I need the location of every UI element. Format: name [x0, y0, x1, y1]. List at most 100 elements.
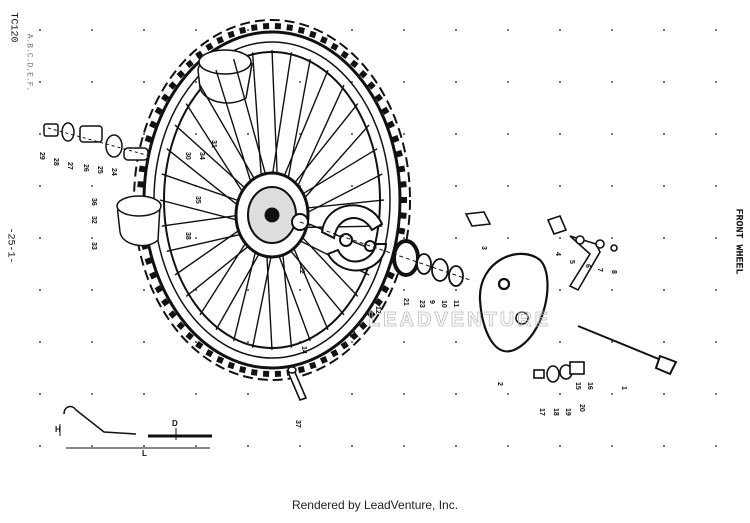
tread-knob	[239, 366, 247, 374]
grid-dot	[715, 341, 717, 343]
grid-dot	[507, 185, 509, 187]
grid-dot	[507, 445, 509, 447]
part-number-label: 37	[294, 420, 301, 428]
part-number-label: 3	[480, 246, 487, 250]
tread-knob	[195, 341, 204, 350]
tread-knob	[381, 106, 390, 115]
spoke-dimension-diagram	[59, 405, 212, 449]
spoke	[161, 214, 243, 227]
tread-knob	[176, 69, 186, 79]
part-number-label: 16	[586, 382, 593, 390]
grid-dot	[91, 81, 93, 83]
grid-dot	[351, 341, 353, 343]
grid-dot	[715, 289, 717, 291]
part-number-label: 4	[554, 252, 561, 256]
tread-knob	[262, 23, 270, 30]
grid-dot	[663, 81, 665, 83]
tread-knob	[381, 285, 390, 294]
grid-dot	[39, 81, 41, 83]
grid-dot	[299, 81, 301, 83]
grid-dot	[247, 29, 249, 31]
grid-dot	[403, 237, 405, 239]
part-number-label: 36	[90, 198, 97, 206]
grid-dot	[455, 341, 457, 343]
grid-dot	[611, 237, 613, 239]
tread-knob	[297, 366, 305, 374]
grid-dot	[507, 393, 509, 395]
spoke	[174, 226, 245, 276]
tread-knob	[262, 370, 270, 377]
spoke	[297, 232, 359, 297]
model-label: TC120	[7, 12, 19, 43]
tread-knob	[185, 59, 194, 69]
tread-knob	[239, 26, 247, 34]
grid-dot	[559, 341, 561, 343]
grid-dot	[455, 29, 457, 31]
grid-dot	[559, 445, 561, 447]
part-number-label: 32	[90, 216, 97, 224]
spoke	[159, 199, 243, 223]
valve-stem	[286, 366, 308, 401]
tread-knob	[395, 150, 403, 158]
grid-dot	[299, 445, 301, 447]
grid-dot	[715, 133, 717, 135]
tread-knob	[149, 120, 158, 129]
spoke	[215, 69, 254, 188]
tread-knob	[398, 165, 406, 173]
tread-knob	[149, 271, 158, 280]
grid-dot	[143, 289, 145, 291]
grid-dot	[663, 341, 665, 343]
spoke	[199, 84, 258, 185]
grid-dot	[39, 393, 41, 395]
grid-dot	[143, 393, 145, 395]
part-number-label: 5	[568, 260, 575, 264]
part-number-label: 18	[552, 408, 559, 416]
grid-dot	[195, 29, 197, 31]
grid-dot	[455, 393, 457, 395]
grid-dot	[247, 341, 249, 343]
grid-dot	[351, 185, 353, 187]
tread-knob	[367, 81, 376, 90]
spoke	[271, 49, 279, 180]
tread-knob	[391, 134, 400, 143]
tread-knob	[227, 361, 235, 370]
spoke	[251, 52, 263, 182]
tread-knob	[154, 285, 163, 294]
spoke	[185, 103, 247, 198]
part-number-label: 38	[184, 232, 191, 240]
grid-dot	[611, 185, 613, 187]
tread-knob	[274, 23, 282, 30]
grid-dot	[611, 29, 613, 31]
grid-dot	[403, 133, 405, 135]
grid-dot	[195, 445, 197, 447]
grid-dot	[663, 393, 665, 395]
grid-dot	[507, 29, 509, 31]
spoke	[174, 124, 250, 193]
dimension-label-l: L	[142, 449, 147, 458]
grid-dot	[715, 185, 717, 187]
tread-knob	[374, 93, 383, 102]
grid-dot	[247, 133, 249, 135]
tread-knob	[400, 181, 407, 188]
grid-dot	[715, 393, 717, 395]
tread-knob	[330, 349, 339, 358]
tire-tube-cut-top	[197, 49, 253, 104]
tread-knob	[274, 370, 282, 377]
tread-knob	[398, 227, 406, 235]
spoke	[299, 124, 370, 204]
footer-credit: Rendered by LeadVenture, Inc.	[291, 498, 459, 512]
grid-dot	[39, 289, 41, 291]
grid-dot	[611, 445, 613, 447]
part-number-label: 1	[620, 386, 627, 390]
tread-knob	[309, 361, 317, 370]
grid-dot	[403, 29, 405, 31]
grid-dot	[455, 81, 457, 83]
grid-dot	[91, 341, 93, 343]
spoke	[233, 245, 258, 342]
tread-knob	[374, 298, 383, 307]
grid-dot	[403, 445, 405, 447]
part-number-label: 21	[402, 298, 409, 306]
part-number-label: 6	[584, 264, 591, 268]
grid-dot	[39, 341, 41, 343]
